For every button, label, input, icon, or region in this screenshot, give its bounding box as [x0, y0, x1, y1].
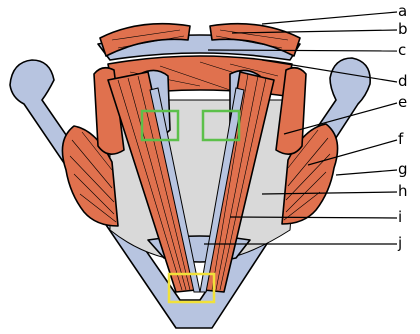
- label-i: i: [398, 208, 402, 226]
- label-f: f: [398, 130, 404, 148]
- label-j: j: [397, 234, 402, 252]
- label-g: g: [398, 160, 408, 178]
- label-e: e: [398, 93, 407, 111]
- label-h: h: [398, 182, 408, 200]
- label-a: a: [398, 2, 407, 20]
- label-c: c: [398, 41, 406, 59]
- label-b: b: [398, 20, 408, 38]
- label-d: d: [398, 72, 408, 90]
